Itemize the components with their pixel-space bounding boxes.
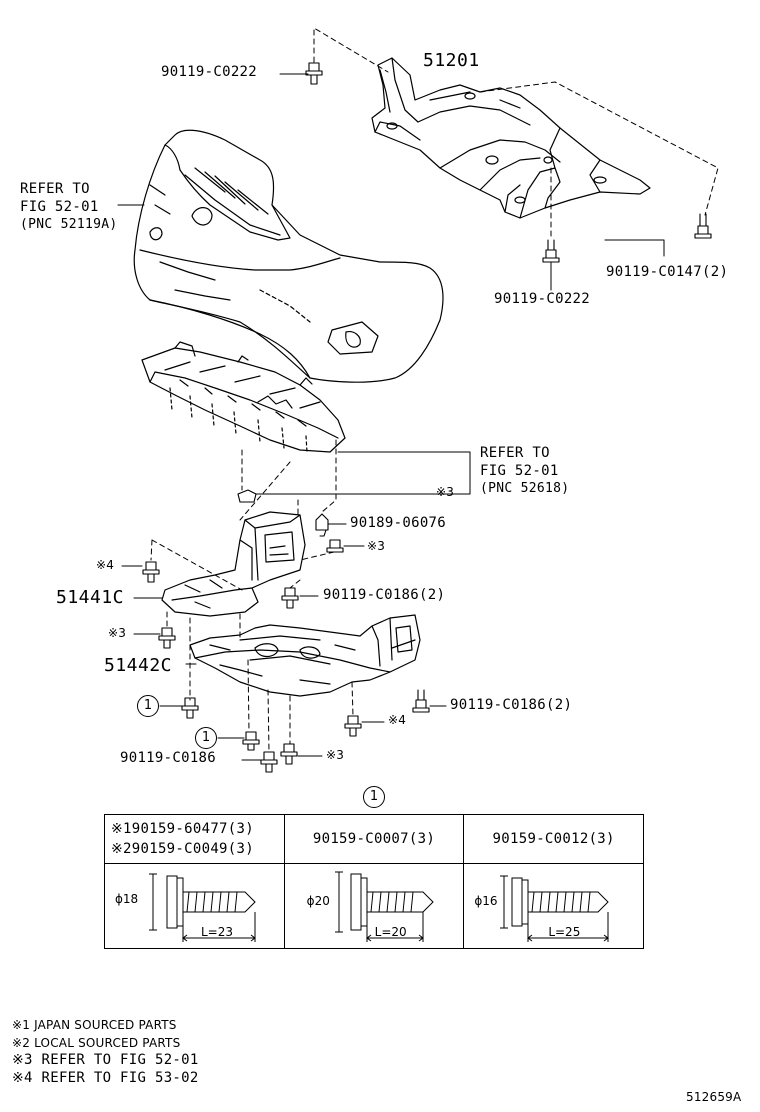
bolt-spec-cell-2: ϕ20 L=20 xyxy=(283,863,465,949)
bolt-spec-col3-header: 90159-C0012(3) xyxy=(463,814,644,864)
bolt-2-drawing xyxy=(334,871,434,942)
note-1: ※1 JAPAN SOURCED PARTS xyxy=(12,1018,177,1032)
label-pnc-52119a: (PNC 52119A) xyxy=(20,217,118,232)
label-90119-c0222-bottom: 90119-C0222 xyxy=(494,291,591,307)
bolt-1-length: L=23 xyxy=(201,925,234,939)
bolt-spec-col1-header: ※190159-60477(3) ※290159-C0049(3) xyxy=(104,814,285,864)
dashed-assembly-lines xyxy=(150,27,719,753)
label-fig-52-01-b: FIG 52-01 xyxy=(480,463,559,479)
note-3: ※3 REFER TO FIG 52-01 xyxy=(12,1052,199,1068)
label-90119-c0222-top: 90119-C0222 xyxy=(161,64,258,80)
label-90119-c0186-c: 90119-C0186 xyxy=(120,750,217,766)
bolt-3-diameter: ϕ16 xyxy=(474,894,498,908)
label-51441c: 51441C xyxy=(56,587,125,608)
lower-bumper-grille-drawing xyxy=(141,341,346,453)
label-90119-c0186-b: 90119-C0186(2) xyxy=(450,697,573,713)
bolt-1-drawing xyxy=(149,873,256,942)
bolt-spec-cell-3: ϕ16 L=25 xyxy=(463,863,644,949)
crossmember-51201-drawing xyxy=(371,57,651,219)
label-note4-a: ※4 xyxy=(96,558,115,572)
bolt-3-drawing xyxy=(500,875,610,942)
bolt-2-length: L=20 xyxy=(374,925,407,939)
label-note3-d: ※3 xyxy=(326,748,345,762)
label-note3-c: ※3 xyxy=(108,626,127,640)
leader-lines xyxy=(117,73,665,761)
label-51201: 51201 xyxy=(423,50,480,71)
label-refer-to-2: REFER TO xyxy=(480,445,550,461)
bolt-spec-cell-1: ϕ18 L=23 xyxy=(104,863,285,949)
bolt-spec-drawing-row: ϕ18 L=23 ϕ20 L=20 xyxy=(104,863,644,949)
bolt-spec-col2-header: 90159-C0007(3) xyxy=(283,814,465,864)
label-90119-c0147: 90119-C0147(2) xyxy=(606,264,729,280)
bolt-1-diameter: ϕ18 xyxy=(115,892,139,906)
bolt-spec-col1-line1: ※190159-60477(3) xyxy=(111,821,254,837)
bolt-3-length: L=25 xyxy=(548,925,581,939)
front-bumper-cover-drawing xyxy=(133,129,444,383)
circled-1-table: 1 xyxy=(363,786,385,808)
label-90189-06076: 90189-06076 xyxy=(350,515,447,531)
bolt-spec-col1-line2: ※290159-C0049(3) xyxy=(111,841,254,857)
label-fig-52-01-a: FIG 52-01 xyxy=(20,199,99,215)
circled-1-b: 1 xyxy=(195,727,217,749)
bolt-spec-header-row: ※190159-60477(3) ※290159-C0049(3) 90159-… xyxy=(104,814,644,864)
bolt-2-diameter: ϕ20 xyxy=(306,894,330,908)
circled-1-a: 1 xyxy=(137,695,159,717)
engine-under-cover-51442c-drawing xyxy=(189,614,421,697)
label-note3-b: ※3 xyxy=(367,539,386,553)
label-51442c: 51442C xyxy=(104,655,173,676)
bolt-spec-table: ※190159-60477(3) ※290159-C0049(3) 90159-… xyxy=(104,814,644,949)
fasteners xyxy=(142,62,712,773)
note-2: ※2 LOCAL SOURCED PARTS xyxy=(12,1036,181,1050)
figure-id: 512659A xyxy=(686,1090,742,1104)
engine-under-cover-51441c-drawing xyxy=(161,511,306,617)
label-note3-a: ※3 xyxy=(436,485,455,499)
note-4: ※4 REFER TO FIG 53-02 xyxy=(12,1070,199,1086)
label-pnc-52618: (PNC 52618) xyxy=(480,481,570,496)
label-90119-c0186-a: 90119-C0186(2) xyxy=(323,587,446,603)
label-note4-b: ※4 xyxy=(388,713,407,727)
label-refer-to-1: REFER TO xyxy=(20,181,90,197)
